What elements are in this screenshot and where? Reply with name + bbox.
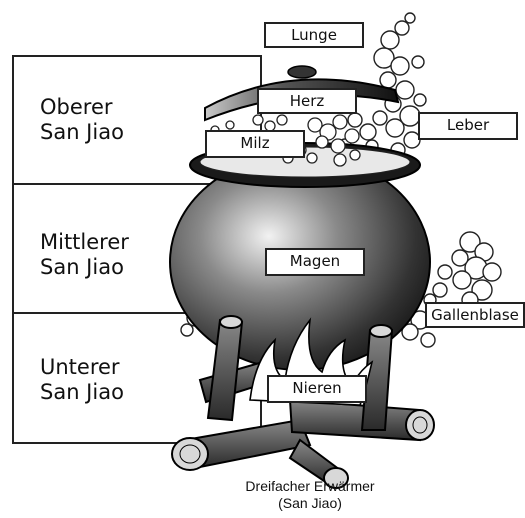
- diagram-caption: Dreifacher Erwärmer (San Jiao): [200, 478, 420, 512]
- organ-tag-nieren: Nieren: [267, 375, 367, 403]
- organ-tag-milz: Milz: [205, 130, 305, 158]
- lid-knob: [288, 66, 316, 78]
- organ-tag-gallenblase: Gallenblase: [425, 302, 525, 328]
- caption-line1: Dreifacher Erwärmer: [200, 478, 420, 495]
- organ-tag-magen: Magen: [265, 248, 365, 276]
- organ-tag-lunge: Lunge: [264, 22, 364, 48]
- organ-tag-leber: Leber: [418, 112, 518, 140]
- organ-tag-herz: Herz: [257, 88, 357, 114]
- caption-line2: (San Jiao): [200, 495, 420, 512]
